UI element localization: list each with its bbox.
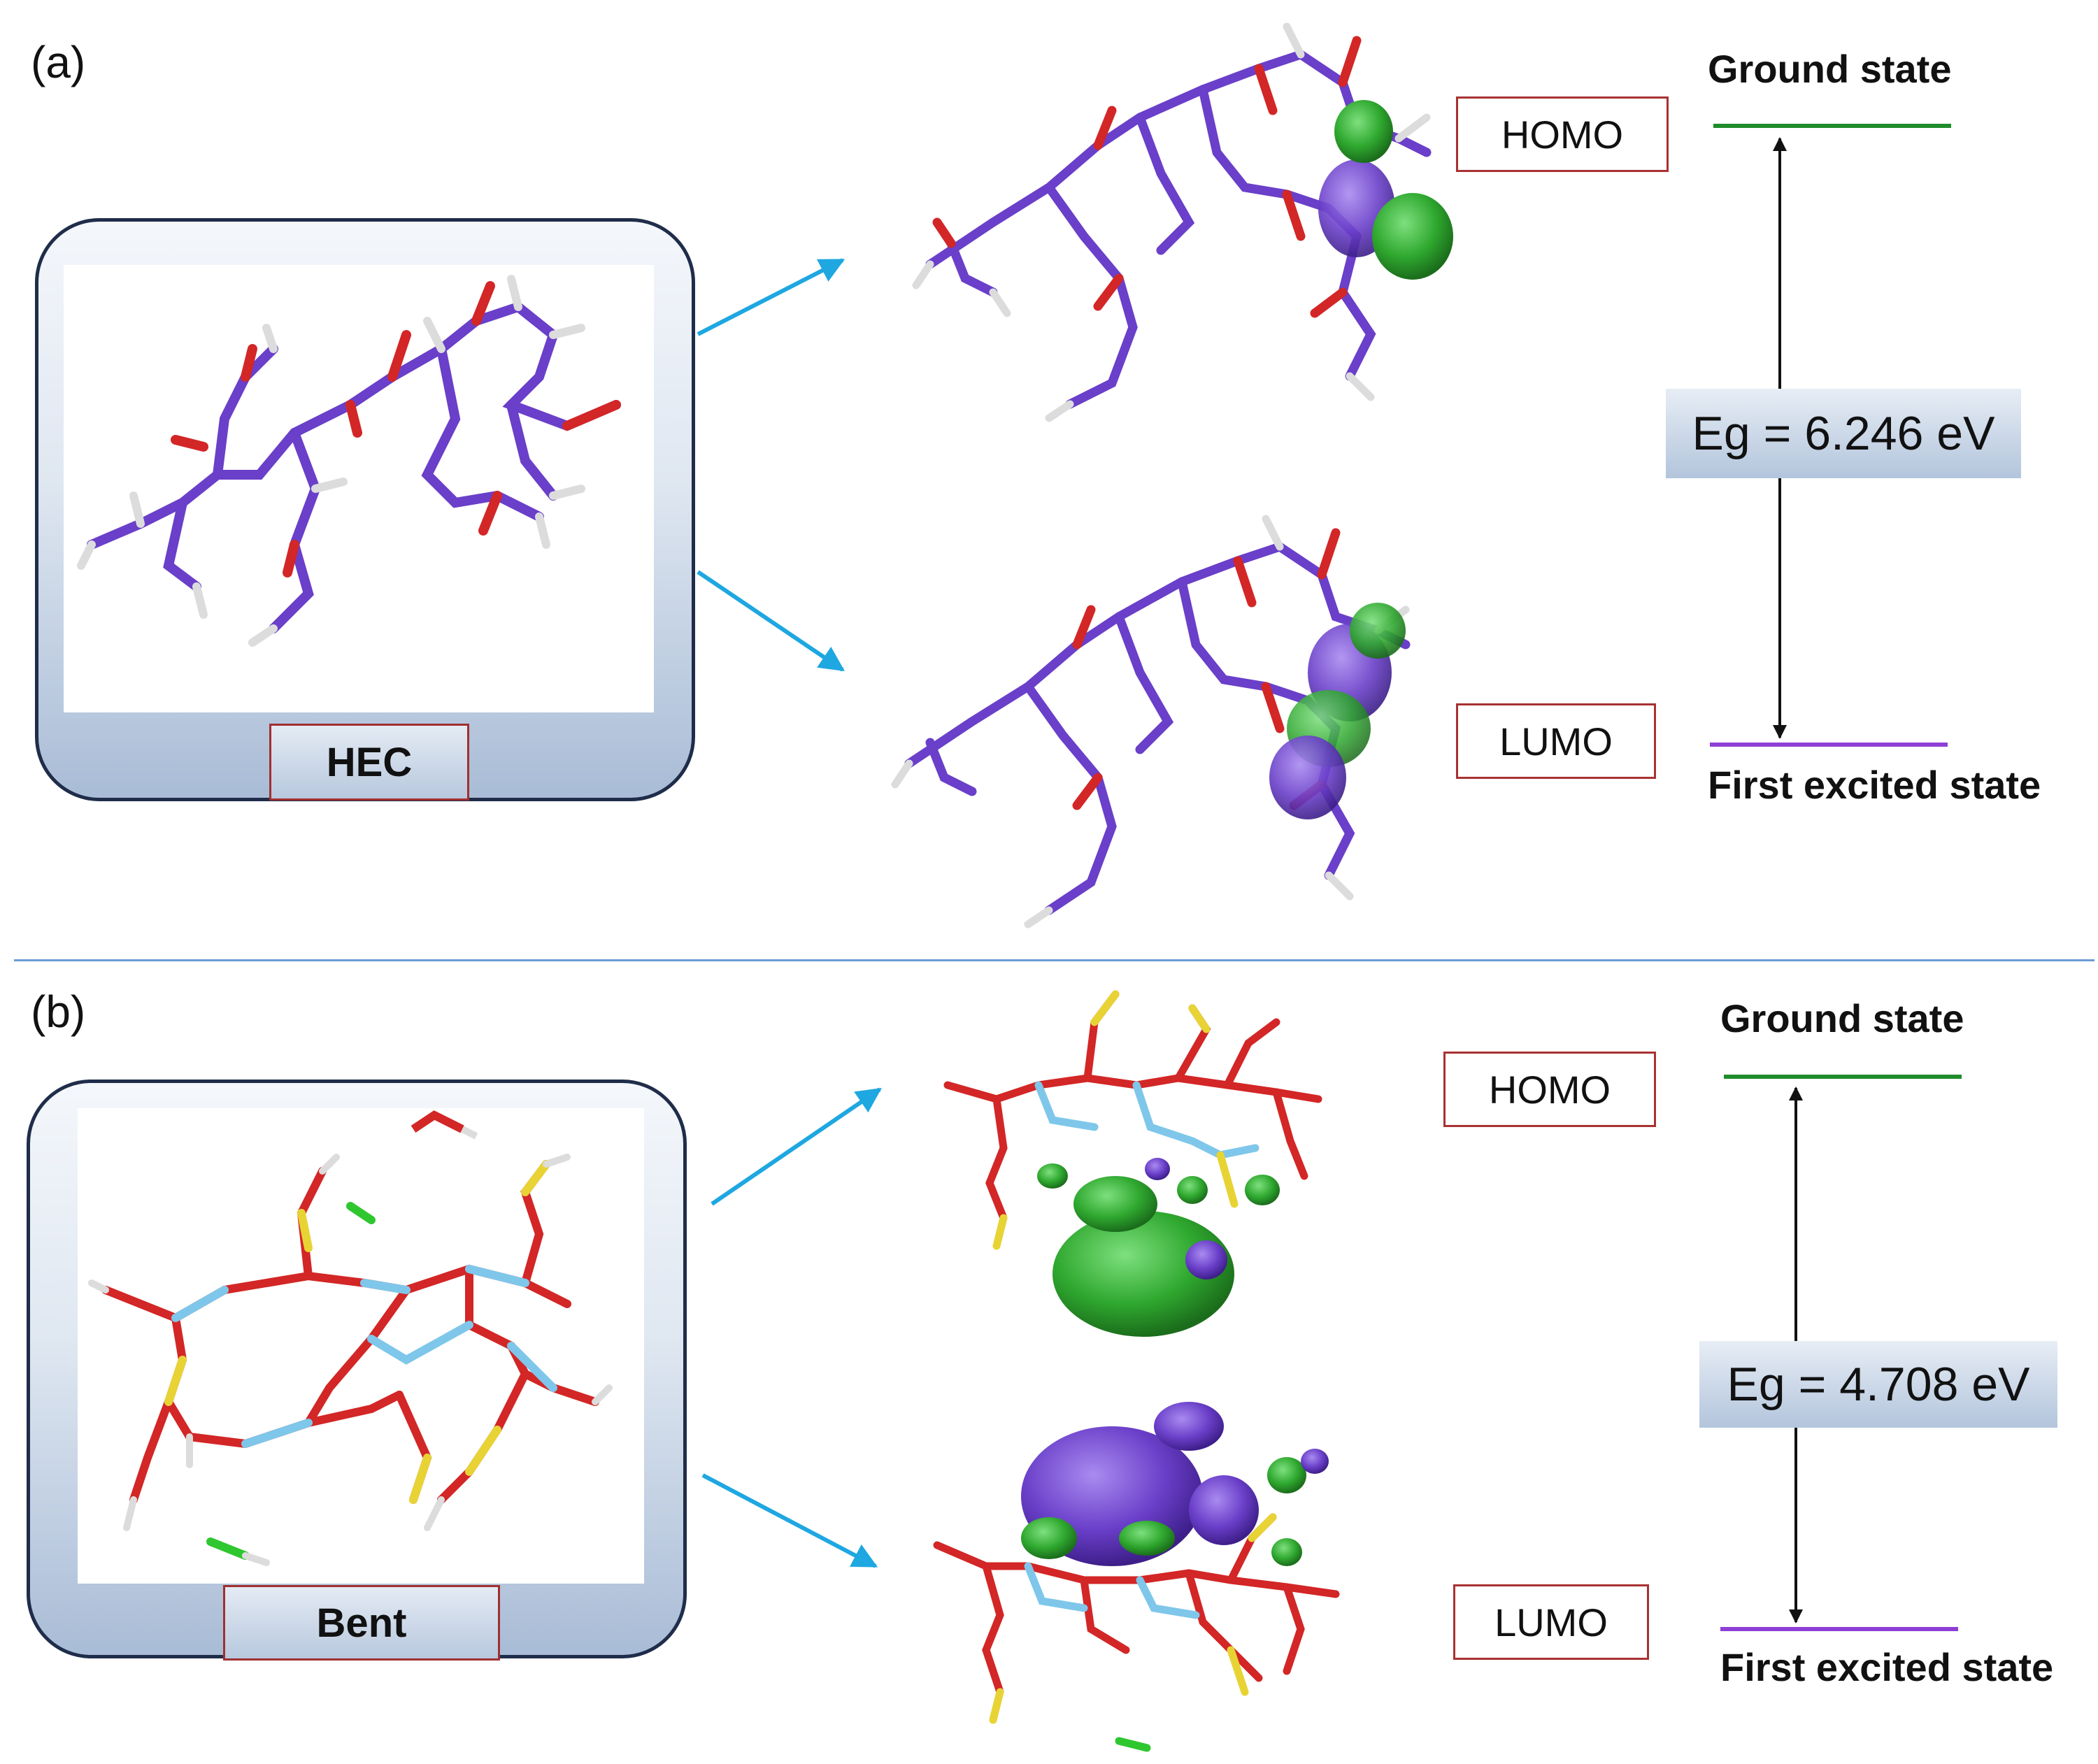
bent-lumo-orbital-icon bbox=[933, 1402, 1340, 1752]
hec-structure-frame: HEC bbox=[35, 218, 695, 801]
bent-ground-state-label: Ground state bbox=[1720, 996, 1964, 1040]
bent-excited-state-label: First excited state bbox=[1720, 1645, 2054, 1689]
bent-homo-label: HOMO bbox=[1443, 1052, 1656, 1127]
hec-ground-state-label: Ground state bbox=[1708, 47, 1952, 91]
hec-homo-orbital-icon bbox=[912, 22, 1453, 422]
panel-b-letter: (b) bbox=[31, 987, 86, 1037]
hec-lumo-label: LUMO bbox=[1456, 703, 1656, 779]
bent-structure-view bbox=[78, 1108, 644, 1584]
bent-energy-gap: Eg = 4.708 eV bbox=[1699, 1341, 2057, 1428]
hec-lumo-orbital-icon bbox=[891, 515, 1411, 928]
bent-molecule-icon bbox=[88, 1110, 613, 1566]
bent-homo-orbital-icon bbox=[943, 990, 1322, 1337]
bent-label: Bent bbox=[223, 1585, 500, 1661]
panel-divider bbox=[14, 959, 2095, 961]
bent-lumo-label: LUMO bbox=[1453, 1584, 1649, 1660]
hec-energy-gap: Eg = 6.246 eV bbox=[1666, 389, 2021, 478]
hec-excited-state-label: First excited state bbox=[1708, 763, 2041, 807]
hec-structure-view bbox=[64, 265, 654, 712]
panel-a-letter: (a) bbox=[31, 37, 86, 87]
bent-structure-frame: Bent bbox=[27, 1080, 687, 1661]
hec-molecule-icon bbox=[77, 275, 621, 647]
hec-homo-label: HOMO bbox=[1456, 96, 1669, 172]
hec-label: HEC bbox=[269, 724, 469, 801]
